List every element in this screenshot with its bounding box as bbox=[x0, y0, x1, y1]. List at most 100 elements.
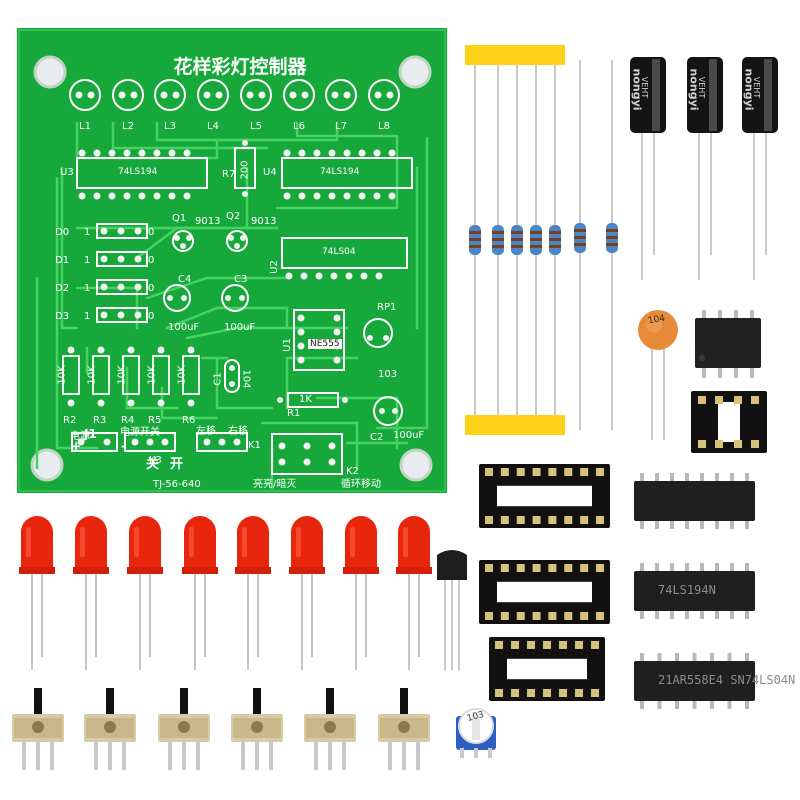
ic-marking: 74LS194N bbox=[658, 583, 716, 597]
one-label: 1 bbox=[84, 227, 91, 238]
u2-name: 74LS04 bbox=[322, 247, 356, 257]
u4-ref: U4 bbox=[263, 167, 277, 178]
resistor-bodies bbox=[469, 223, 618, 255]
r1-value: 1K bbox=[299, 394, 312, 405]
transistor-9013 bbox=[432, 545, 472, 675]
mounting-holes bbox=[30, 55, 433, 482]
resistor-value: 10K bbox=[176, 365, 188, 385]
u3-name: 74LS194 bbox=[118, 167, 158, 177]
slide-switch bbox=[12, 688, 64, 776]
one-label: 1 bbox=[84, 255, 91, 266]
led-label: L4 bbox=[207, 121, 219, 132]
red-led bbox=[71, 512, 111, 672]
right-shift-label: 右移 bbox=[228, 426, 248, 437]
resistor-ref: R3 bbox=[93, 415, 107, 426]
power-switch-label: 电源开关 bbox=[120, 427, 160, 438]
q2-type: 9013 bbox=[251, 216, 277, 227]
c4-value: 100uF bbox=[168, 322, 200, 333]
solder-pads bbox=[67, 140, 398, 466]
led-label: L5 bbox=[250, 121, 262, 132]
r7-value: 200 bbox=[239, 160, 251, 180]
k2-label: K2 bbox=[346, 466, 359, 477]
one-label: 1 bbox=[84, 311, 91, 322]
left-shift-label: 左移 bbox=[196, 426, 216, 437]
resistor-value: 10K bbox=[146, 365, 158, 385]
c3-value: 100uF bbox=[224, 322, 256, 333]
led-label: L6 bbox=[293, 121, 305, 132]
light-label: 亮亮/暗灭 bbox=[253, 479, 297, 490]
capacitor-side-mark: VEHT bbox=[752, 76, 762, 99]
led-label: L8 bbox=[378, 121, 390, 132]
d-label: D3 bbox=[55, 311, 70, 322]
resistor-ref: R5 bbox=[148, 415, 162, 426]
c2-ref: C2 bbox=[370, 432, 384, 443]
resistor-ref: R2 bbox=[63, 415, 77, 426]
r1-ref: R1 bbox=[287, 408, 301, 419]
k3-label: K3 bbox=[149, 455, 162, 466]
q1-type: 9013 bbox=[195, 216, 221, 227]
resistor-value: 10K bbox=[56, 365, 68, 385]
cycle-label: 循环移动 bbox=[341, 479, 381, 490]
ic-74ls194: 74LS194N bbox=[632, 563, 757, 619]
capacitor-side-mark: VEHT bbox=[697, 76, 707, 99]
red-led bbox=[394, 512, 434, 672]
slide-switch bbox=[304, 688, 356, 776]
ic-socket-16pin bbox=[477, 558, 612, 626]
slide-switch bbox=[158, 688, 210, 776]
c1-value: 104 bbox=[240, 369, 252, 389]
r7-ref: R7 bbox=[222, 169, 236, 180]
rp1-ref: RP1 bbox=[377, 302, 397, 313]
u1-name: NE555 bbox=[308, 339, 342, 349]
pcb-board bbox=[17, 28, 447, 493]
led-label: L1 bbox=[79, 121, 91, 132]
red-led bbox=[180, 512, 220, 672]
ic-74ls04: 21AR558E4 SN74LS04N bbox=[632, 653, 795, 709]
led-label: L7 bbox=[335, 121, 347, 132]
red-led bbox=[125, 512, 165, 672]
ic-socket-16pin bbox=[477, 462, 612, 530]
one-label: 1 bbox=[84, 283, 91, 294]
led-label: L2 bbox=[122, 121, 134, 132]
plus-label: + bbox=[71, 439, 82, 453]
c3-ref: C3 bbox=[234, 274, 248, 285]
d-label: D0 bbox=[55, 227, 70, 238]
u2-ref: U2 bbox=[268, 260, 280, 274]
red-led bbox=[17, 512, 57, 672]
slide-switch bbox=[231, 688, 283, 776]
model-label: TJ-56-640 bbox=[153, 479, 201, 490]
slide-switch bbox=[84, 688, 136, 776]
c2-value: 100uF bbox=[393, 430, 425, 441]
ceramic-capacitor: 104 bbox=[630, 305, 690, 445]
ic-socket-8pin bbox=[688, 388, 770, 458]
red-led bbox=[233, 512, 273, 672]
red-led bbox=[287, 512, 327, 672]
slide-switch bbox=[378, 688, 430, 776]
taped-resistors bbox=[455, 40, 630, 440]
led-footprints bbox=[69, 79, 400, 111]
on-label: 开 bbox=[170, 457, 184, 472]
minus-label: - bbox=[121, 439, 126, 453]
resistor-ref: R4 bbox=[121, 415, 135, 426]
pcb-graphic bbox=[17, 28, 447, 493]
ic-marking: 21AR558E4 SN74LS04N bbox=[658, 673, 796, 687]
q2-ref: Q2 bbox=[226, 211, 241, 222]
rp1-value: 103 bbox=[378, 369, 398, 380]
capacitor-side-mark: VEHT bbox=[640, 76, 650, 99]
pcb-title: 花样彩灯控制器 bbox=[173, 56, 307, 78]
ic-74ls194 bbox=[632, 473, 757, 529]
u3-ref: U3 bbox=[60, 167, 74, 178]
u1-ref: U1 bbox=[281, 338, 293, 352]
zero-label: 0 bbox=[148, 283, 155, 294]
ic-ne555 bbox=[690, 310, 770, 380]
power-label: 电源 bbox=[70, 431, 90, 442]
resistor-value: 10K bbox=[86, 365, 98, 385]
ic-socket-14pin bbox=[487, 635, 607, 703]
zero-label: 0 bbox=[148, 255, 155, 266]
d-label: D1 bbox=[55, 255, 70, 266]
c1-ref: C1 bbox=[212, 372, 224, 386]
trimmer-potentiometer: 103 bbox=[450, 700, 502, 760]
zero-label: 0 bbox=[148, 227, 155, 238]
red-led bbox=[341, 512, 381, 672]
